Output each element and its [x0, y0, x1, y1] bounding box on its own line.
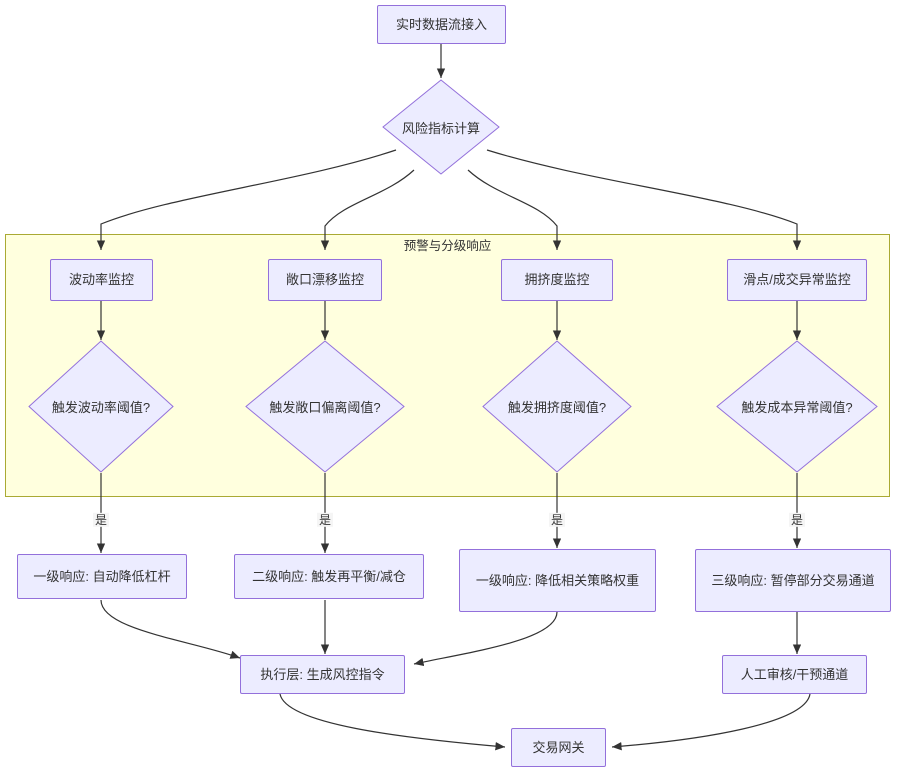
- node-decide-cost-label: 触发成本异常阈值?: [741, 400, 853, 415]
- node-monitor-crowding-label: 拥挤度监控: [524, 272, 590, 288]
- node-monitor-volatility-label: 波动率监控: [68, 272, 134, 288]
- node-decide-exposure[interactable]: 触发敞口偏离阈值?: [245, 340, 405, 473]
- node-response-level1-weight-label: 一级响应: 降低相关策略权重: [475, 572, 640, 588]
- node-response-level1-weight[interactable]: 一级响应: 降低相关策略权重: [459, 549, 656, 612]
- node-execution-layer[interactable]: 执行层: 生成风控指令: [240, 655, 405, 694]
- node-trading-gateway[interactable]: 交易网关: [511, 728, 606, 767]
- edge-resp1-to-execution: [100, 599, 241, 659]
- node-response-level1-leverage-label: 一级响应: 自动降低杠杆: [33, 568, 171, 584]
- node-ingest[interactable]: 实时数据流接入: [377, 5, 506, 44]
- node-risk-calc[interactable]: 风险指标计算: [382, 79, 500, 175]
- node-response-level2-rebalance[interactable]: 二级响应: 触发再平衡/减仓: [234, 554, 424, 599]
- node-monitor-crowding[interactable]: 拥挤度监控: [501, 259, 613, 301]
- node-monitor-slippage-label: 滑点/成交异常监控: [743, 272, 851, 288]
- node-decide-volatility[interactable]: 触发波动率阈值?: [28, 340, 174, 473]
- node-monitor-volatility[interactable]: 波动率监控: [50, 259, 153, 301]
- diamond-shape-risk-calc: [382, 79, 500, 175]
- node-response-level2-rebalance-label: 二级响应: 触发再平衡/减仓: [252, 568, 406, 584]
- node-manual-review-label: 人工审核/干预通道: [740, 666, 849, 682]
- node-decide-crowding-label: 触发拥挤度阈值?: [507, 400, 607, 415]
- node-response-level3-suspend[interactable]: 三级响应: 暂停部分交易通道: [695, 549, 891, 612]
- node-trading-gateway-label: 交易网关: [532, 739, 585, 755]
- node-execution-layer-label: 执行层: 生成风控指令: [260, 666, 385, 682]
- diamond-shape-decide-volatility: [28, 340, 174, 473]
- node-risk-calc-label: 风险指标计算: [401, 120, 480, 136]
- node-decide-volatility-label: 触发波动率阈值?: [51, 400, 151, 415]
- edge-label-yes-exposure: 是: [316, 512, 334, 528]
- node-response-level1-leverage[interactable]: 一级响应: 自动降低杠杆: [17, 554, 187, 599]
- node-manual-review[interactable]: 人工审核/干预通道: [722, 655, 867, 694]
- node-ingest-label: 实时数据流接入: [395, 16, 487, 32]
- edge-execution-to-gateway: [279, 693, 506, 751]
- edge-resp1w-to-execution: [413, 611, 558, 667]
- edge-label-yes-crowding: 是: [548, 512, 566, 528]
- node-monitor-exposure-label: 敞口漂移监控: [285, 272, 364, 288]
- node-decide-exposure-label: 触发敞口偏离阈值?: [269, 400, 381, 415]
- node-decide-cost[interactable]: 触发成本异常阈值?: [716, 340, 878, 473]
- node-monitor-exposure[interactable]: 敞口漂移监控: [268, 259, 382, 301]
- subgraph-label: 预警与分级响应: [403, 239, 492, 253]
- diamond-shape-decide-exposure: [245, 340, 405, 473]
- diamond-shape-decide-crowding: [482, 340, 632, 473]
- node-monitor-slippage[interactable]: 滑点/成交异常监控: [727, 259, 867, 301]
- diamond-shape-decide-cost: [716, 340, 878, 473]
- edge-manual-to-gateway: [611, 693, 811, 751]
- node-decide-crowding[interactable]: 触发拥挤度阈值?: [482, 340, 632, 473]
- edge-label-yes-volatility: 是: [92, 512, 110, 528]
- edge-label-yes-cost: 是: [788, 512, 806, 528]
- node-response-level3-suspend-label: 三级响应: 暂停部分交易通道: [711, 572, 875, 588]
